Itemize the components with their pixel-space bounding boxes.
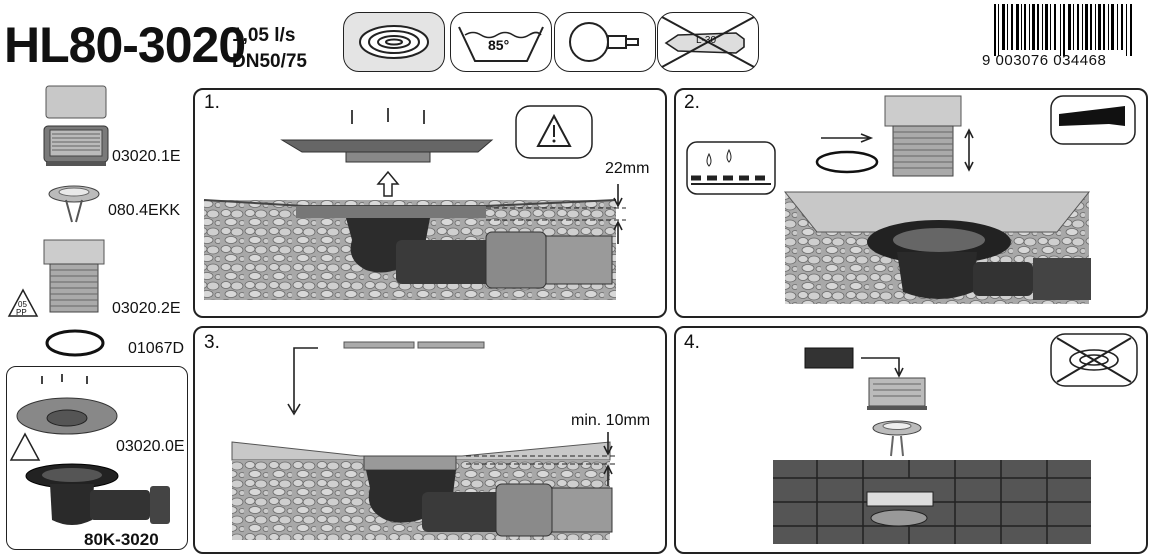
temperature-label: 85° [488,37,510,53]
pipe-size: DN50/75 [232,51,307,72]
recycle-pp-icon-2 [9,432,41,461]
extension-piece-image [43,239,105,313]
step-3-illustration [231,341,616,540]
recycle-pp-icon [7,288,39,317]
barcode-number: 9 003076 034468 [982,52,1107,69]
no-silicone-icon: L-30 [657,12,759,72]
part-code-grate: 03020.1E [112,148,181,165]
step-1-illustration [203,105,626,300]
grate-frame-image [43,85,109,166]
kit-code: 80K-3020 [84,530,159,549]
o-ring-image [45,329,105,357]
step-3-measurement: min. 10mm [571,412,651,429]
barcode [994,4,1132,56]
silicone-label: L-30 [696,35,717,46]
step-2-number: 2. [684,92,700,113]
step-4-number: 4. [684,332,700,353]
part-code-extension: 03020.2E [112,300,181,317]
part-code-o-ring: 01067D [128,340,185,357]
model-title: HL80-3020 [4,17,246,73]
drain-body-image [25,463,170,525]
step-2-illustration [686,95,1136,304]
part-code-flange: 03020.0E [116,438,185,455]
flat-grate-icon [343,12,445,72]
step-1-measurement: 22mm [605,160,650,177]
step-4-illustration [773,333,1138,544]
recycle-number: 05 [18,300,27,309]
step-1-number: 1. [204,92,220,113]
recycle-label: PP [16,308,27,317]
temperature-85-icon: 85° [450,12,552,72]
flange-image [16,374,118,435]
step-3-number: 3. [204,332,220,353]
flow-rate: 1,05 l/s [232,25,296,46]
ball-float-icon [554,12,656,72]
part-code-trap: 080.4EKK [108,202,181,219]
odour-trap-image [48,185,100,223]
